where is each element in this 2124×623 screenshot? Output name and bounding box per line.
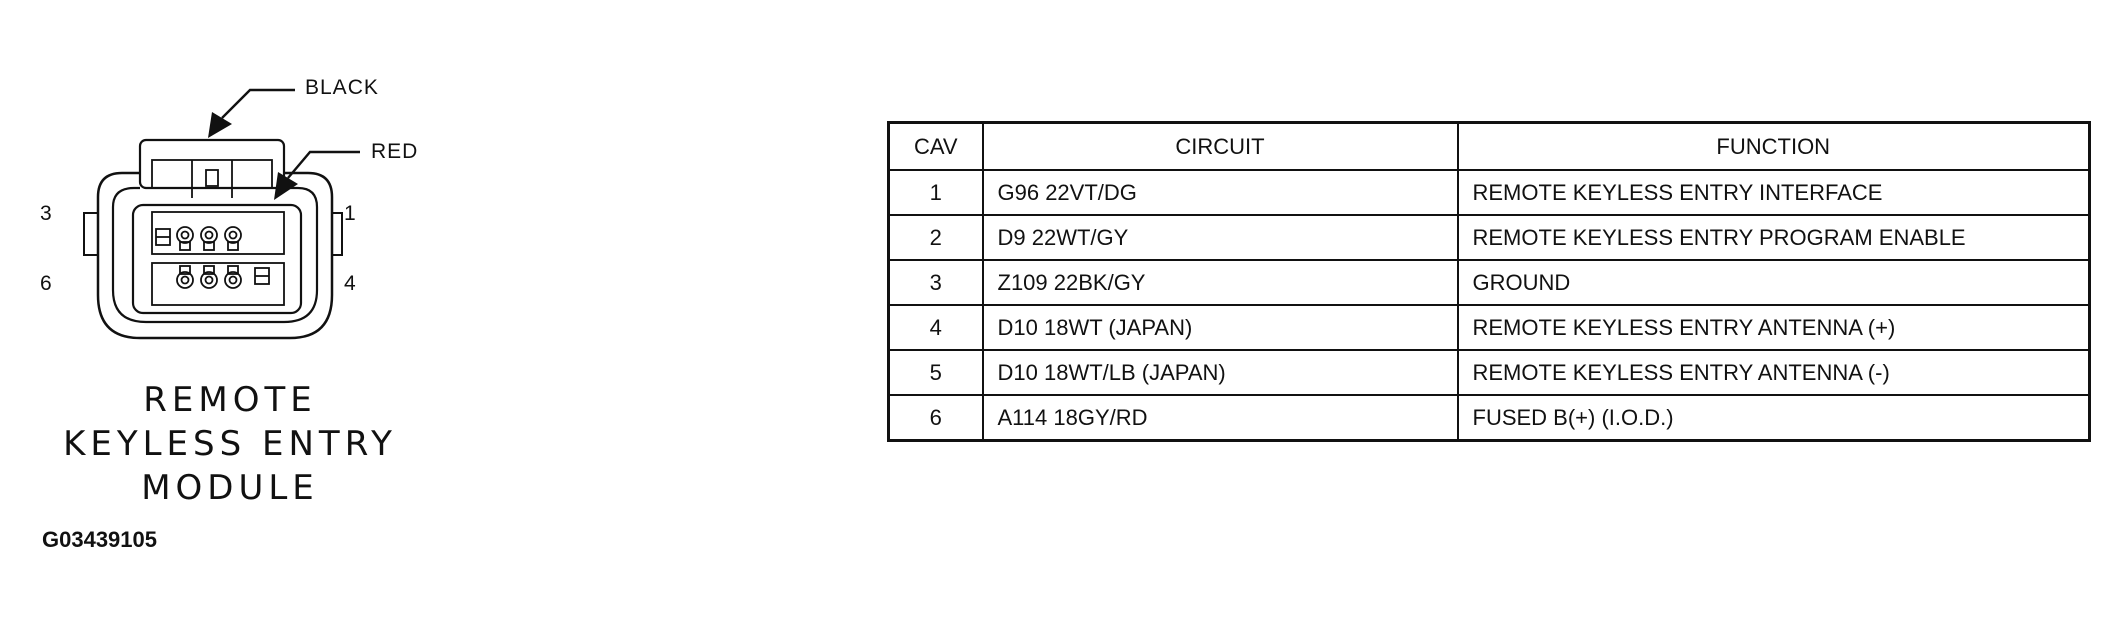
pin-label-bottom-left: 6 [40,272,52,295]
circuit-cell: A114 18GY/RD [981,394,1459,442]
connector-inner-shell [111,186,319,324]
circuit-cell: Z109 22BK/GY [981,259,1459,306]
circuit-cell: G96 22VT/DG [981,169,1459,216]
black-callout-label: BLACK [305,76,379,99]
connector-left-key [83,212,99,256]
header-circuit: CIRCUIT [981,121,1459,171]
pin-label-top-right: 1 [344,202,356,225]
table-row: 2 D9 22WT/GY REMOTE KEYLESS ENTRY PROGRA… [887,214,2091,261]
header-function: FUNCTION [1456,121,2091,171]
cav-cell: 1 [887,169,984,216]
function-cell: GROUND [1456,259,2091,306]
pin-label-bottom-right: 4 [344,272,356,295]
connector-outer-shell [96,171,334,340]
cav-cell: 2 [887,214,984,261]
circuit-cell: D10 18WT (JAPAN) [981,304,1459,351]
table-row: 3 Z109 22BK/GY GROUND [887,259,2091,306]
connector-right-key [331,212,343,256]
header-cav: CAV [887,121,984,171]
function-cell: REMOTE KEYLESS ENTRY INTERFACE [1456,169,2091,216]
bottom-row-terminals [176,265,270,289]
table-row: 4 D10 18WT (JAPAN) REMOTE KEYLESS ENTRY … [887,304,2091,351]
module-title-line-1: REMOTE [143,380,317,420]
table-row: 5 D10 18WT/LB (JAPAN) REMOTE KEYLESS ENT… [887,349,2091,396]
function-cell: FUSED B(+) (I.O.D.) [1456,394,2091,442]
function-cell: REMOTE KEYLESS ENTRY ANTENNA (+) [1456,304,2091,351]
red-leader-arrow [274,150,360,200]
cav-cell: 6 [887,394,984,442]
table-row: 1 G96 22VT/DG REMOTE KEYLESS ENTRY INTER… [887,169,2091,216]
circuit-cell: D9 22WT/GY [981,214,1459,261]
top-row-terminals [155,226,242,251]
circuit-cell: D10 18WT/LB (JAPAN) [981,349,1459,396]
table-row: 6 A114 18GY/RD FUSED B(+) (I.O.D.) [887,394,2091,442]
connector-diagram [83,88,360,340]
black-leader-arrow [208,88,295,138]
cav-cell: 4 [887,304,984,351]
function-cell: REMOTE KEYLESS ENTRY ANTENNA (-) [1456,349,2091,396]
connector-latch [138,138,286,190]
connector-cavity-body [131,203,303,315]
pin-label-top-left: 3 [40,202,52,225]
cav-cell: 3 [887,259,984,306]
table-header-row: CAV CIRCUIT FUNCTION [887,121,2091,171]
module-title-line-3: MODULE [141,468,319,508]
module-title: REMOTE KEYLESS ENTRY MODULE [60,378,400,510]
red-callout-label: RED [371,140,419,163]
pinout-table: CAV CIRCUIT FUNCTION 1 G96 22VT/DG REMOT… [887,121,2091,442]
module-title-line-2: KEYLESS ENTRY [63,424,397,464]
function-cell: REMOTE KEYLESS ENTRY PROGRAM ENABLE [1456,214,2091,261]
cav-cell: 5 [887,349,984,396]
figure-id: G03439105 [42,527,157,552]
